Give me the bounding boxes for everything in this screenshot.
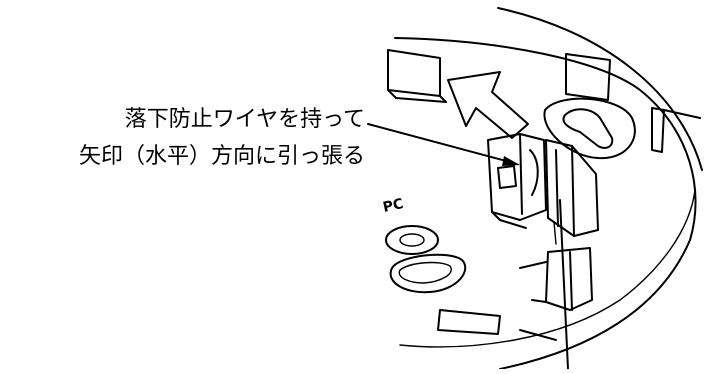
top-right-tab [565, 53, 611, 101]
bottom-tab [437, 309, 501, 335]
lower-bracket [519, 261, 557, 341]
screw-hole [385, 225, 439, 255]
direction-arrow [447, 71, 529, 139]
safety-wire [559, 199, 569, 370]
part-marking: PC [382, 196, 405, 216]
keyhole-slot-inner [562, 108, 614, 149]
left-tab [387, 49, 447, 103]
oval-slot-outer [389, 253, 467, 294]
inner-rim [394, 37, 697, 370]
lower-edge [399, 189, 696, 348]
leader-arrowhead [502, 156, 520, 166]
lower-post [545, 247, 593, 311]
instruction-line-1: 落下防止ワイヤを持って [124, 107, 365, 132]
keyhole-slot-outer [543, 97, 636, 160]
oval-slot-inner [398, 261, 452, 284]
right-clip [651, 107, 701, 153]
clip-latch [529, 149, 539, 196]
outer-rim [497, 7, 703, 171]
instruction-line-2: 矢印（水平）方向に引っ張る [78, 144, 365, 169]
leader-line [367, 123, 511, 163]
